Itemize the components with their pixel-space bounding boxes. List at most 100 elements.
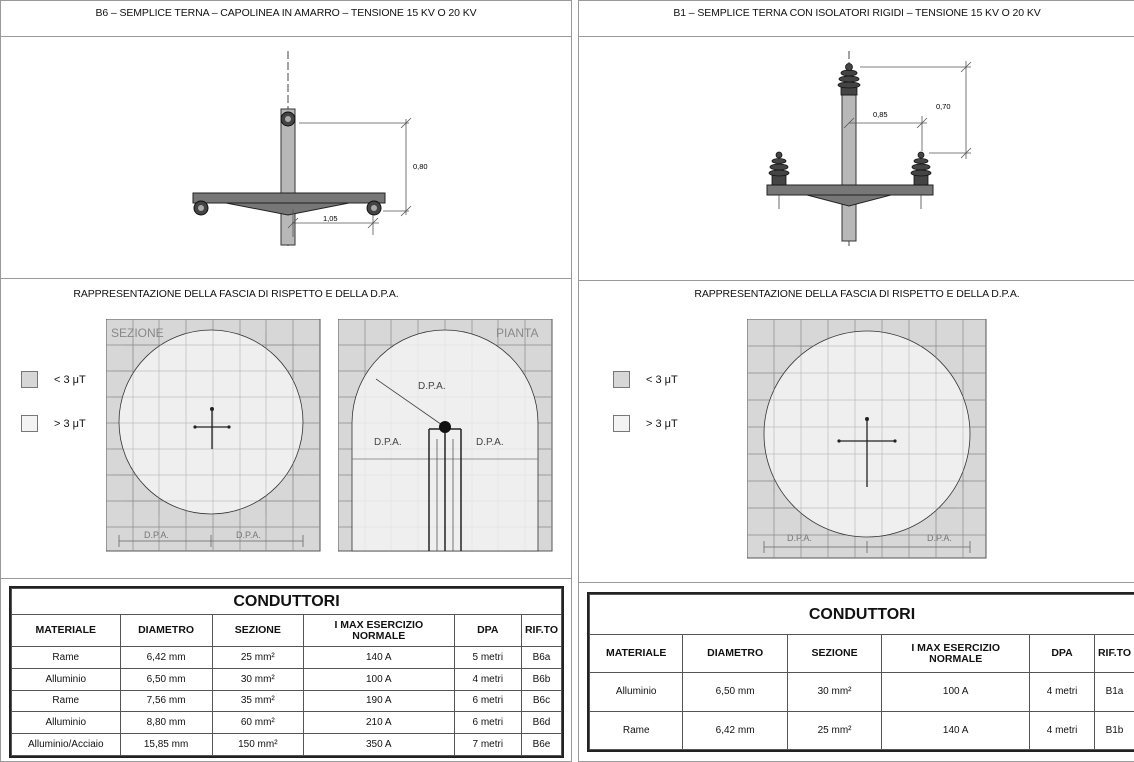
sezione-label: SEZIONE [111,326,164,340]
cell: Alluminio [590,673,683,712]
cell: 6,50 mm [120,668,212,690]
sezione-dpa-right: D.P.A. [236,530,261,540]
right-col-diametro: DIAMETRO [683,635,787,673]
cell: 4 metri [454,668,521,690]
right-dpa-right: D.P.A. [927,533,952,543]
legend-swatch-low [613,371,630,388]
right-table-panel: CONDUTTORI MATERIALE DIAMETRO SEZIONE I … [578,582,1134,762]
left-pole-diagram: 0,80 1,05 [1,1,571,279]
left-conductors-table: CONDUTTORI MATERIALE DIAMETRO SEZIONE I … [11,588,562,756]
cell: 4 metri [1030,673,1095,712]
legend-label-low: < 3 μT [54,374,86,386]
cell: 100 A [882,673,1030,712]
legend-swatch-high [21,415,38,432]
right-dim-vertical: 0,70 [936,102,951,111]
left-dim-horizontal: 1,05 [323,214,338,223]
cell: 6,42 mm [120,647,212,669]
legend-label-high: > 3 μT [646,418,678,430]
legend-label-low: < 3 μT [646,374,678,386]
cell: B6d [521,712,561,734]
left-table-frame: CONDUTTORI MATERIALE DIAMETRO SEZIONE I … [9,586,564,758]
cell: 6,50 mm [683,673,787,712]
cell: B6a [521,647,561,669]
cell: Alluminio [12,712,121,734]
pianta-dpa-radius: D.P.A. [418,381,446,392]
right-section-title: RAPPRESENTAZIONE DELLA FASCIA DI RISPETT… [579,288,1134,300]
cell: B1a [1094,673,1134,712]
cell: 6 metri [454,690,521,712]
left-legend-low: < 3 μT [21,371,86,388]
cell: 4 metri [1030,711,1095,750]
right-col-sezione: SEZIONE [787,635,881,673]
cell: B6e [521,734,561,756]
cell: Alluminio [12,668,121,690]
right-table-title: CONDUTTORI [590,595,1134,635]
left-dim-vertical: 0,80 [413,162,428,171]
cell: 150 mm² [212,734,303,756]
cell: 35 mm² [212,690,303,712]
left-col-imax: I MAX ESERCIZIO NORMALE [303,615,454,647]
left-table-title: CONDUTTORI [12,589,562,615]
right-col-imax: I MAX ESERCIZIO NORMALE [882,635,1030,673]
cell: 25 mm² [212,647,303,669]
cell: 30 mm² [787,673,881,712]
cell: Rame [12,690,121,712]
cell: 7 metri [454,734,521,756]
cell: 140 A [303,647,454,669]
right-fascia-diagram: D.P.A. D.P.A. [747,319,987,559]
pianta-dpa-left: D.P.A. [374,437,402,448]
cell: 60 mm² [212,712,303,734]
pianta-label: PIANTA [496,326,538,340]
left-table-panel: CONDUTTORI MATERIALE DIAMETRO SEZIONE I … [0,578,572,762]
right-conductors-table: CONDUTTORI MATERIALE DIAMETRO SEZIONE I … [589,594,1134,750]
right-table-frame: CONDUTTORI MATERIALE DIAMETRO SEZIONE I … [587,592,1134,752]
legend-swatch-high [613,415,630,432]
cell: B1b [1094,711,1134,750]
right-col-rif: RIF.TO [1094,635,1134,673]
cell: 6,42 mm [683,711,787,750]
cell: 100 A [303,668,454,690]
left-col-dpa: DPA [454,615,521,647]
cell: B6c [521,690,561,712]
right-dpa-left: D.P.A. [787,533,812,543]
right-top-panel: B1 – SEMPLICE TERNA CON ISOLATORI RIGIDI… [578,0,1134,282]
right-legend-high: > 3 μT [613,415,678,432]
cell: 6 metri [454,712,521,734]
cell: 210 A [303,712,454,734]
pianta-dpa-right: D.P.A. [476,437,504,448]
sezione-diagram: SEZIONE D.P.A. D.P.A. [106,319,321,552]
left-middle-panel: RAPPRESENTAZIONE DELLA FASCIA DI RISPETT… [0,278,572,580]
cell: 30 mm² [212,668,303,690]
left-section-title: RAPPRESENTAZIONE DELLA FASCIA DI RISPETT… [0,288,571,300]
right-dim-horizontal: 0,85 [873,110,888,119]
cell: 25 mm² [787,711,881,750]
left-legend-high: > 3 μT [21,415,86,432]
legend-label-high: > 3 μT [54,418,86,430]
cell: 190 A [303,690,454,712]
right-col-dpa: DPA [1030,635,1095,673]
right-pole-diagram: 0,85 0,70 [579,1,1134,281]
cell: 8,80 mm [120,712,212,734]
right-legend-low: < 3 μT [613,371,678,388]
left-col-diametro: DIAMETRO [120,615,212,647]
right-col-materiale: MATERIALE [590,635,683,673]
right-middle-panel: RAPPRESENTAZIONE DELLA FASCIA DI RISPETT… [578,280,1134,584]
cell: Alluminio/Acciaio [12,734,121,756]
cell: 350 A [303,734,454,756]
cell: 15,85 mm [120,734,212,756]
legend-swatch-low [21,371,38,388]
pianta-diagram: PIANTA D.P.A. D.P.A. D.P.A. [338,319,553,552]
cell: 5 metri [454,647,521,669]
left-top-panel: B6 – SEMPLICE TERNA – CAPOLINEA IN AMARR… [0,0,572,280]
left-col-sezione: SEZIONE [212,615,303,647]
cell: Rame [12,647,121,669]
cell: 7,56 mm [120,690,212,712]
left-col-rif: RIF.TO [521,615,561,647]
